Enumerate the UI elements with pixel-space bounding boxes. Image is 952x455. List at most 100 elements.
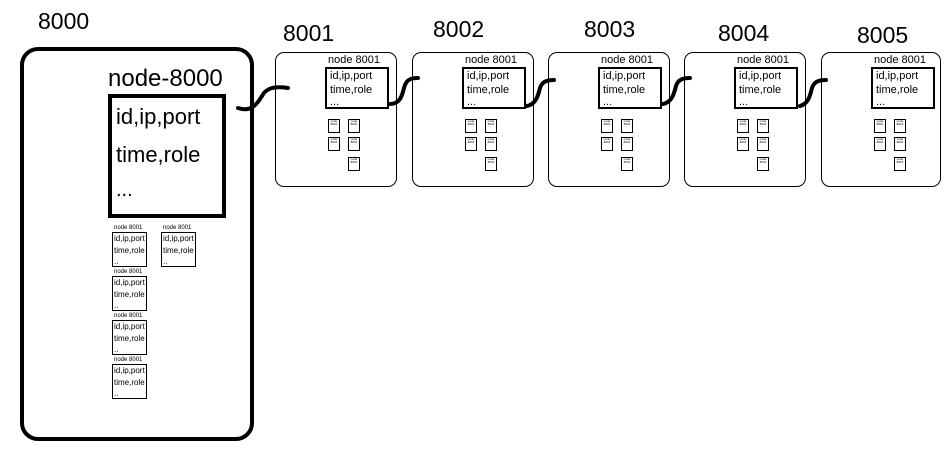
node-title-8004: node 8001 xyxy=(737,54,789,66)
link-8001-8002 xyxy=(388,76,420,106)
info-line-id-ip-port: id,ip,port xyxy=(467,70,510,82)
peer-entry-icon: node 8001 xyxy=(757,157,769,171)
link-8000-8001 xyxy=(236,85,290,112)
port-label-8000: 8000 xyxy=(38,8,90,34)
info-line-id-ip-port: id,ip,port xyxy=(330,70,373,82)
peer-entry-icon: node 8001 xyxy=(485,119,497,133)
info-line-time-role: time,role xyxy=(330,84,373,96)
peer-entry-title: node 8001 xyxy=(114,269,143,275)
node-title-8000: node-8000 xyxy=(108,65,223,92)
info-line-id-ip-port: id,ip,port xyxy=(603,70,646,82)
node-card-8002: node 8001 id,ip,port time,role ... node … xyxy=(412,52,534,187)
peer-entry-box: id,ip,port time,role .. xyxy=(112,364,147,399)
info-line-id-ip-port: id,ip,port xyxy=(739,70,782,82)
info-line-time-role: time,role xyxy=(876,84,919,96)
peer-entry-icon: node 8001 xyxy=(874,119,886,133)
port-label-8003: 8003 xyxy=(584,16,636,42)
peer-entry-icon: node 8001 xyxy=(485,137,497,151)
peer-line: .. xyxy=(163,257,168,266)
info-line-ellipsis: ... xyxy=(330,96,340,108)
peer-entry: node 8001 id,ip,port time,role .. xyxy=(112,357,152,401)
node-info-box-8000: id,ip,port time,role ... xyxy=(108,94,226,218)
info-line-ellipsis: ... xyxy=(467,96,477,108)
peer-entry-icon: node 8001 xyxy=(874,137,886,151)
node-card-8001: node 8001 id,ip,port time,role ... node … xyxy=(275,52,397,187)
info-line-ellipsis: ... xyxy=(116,179,133,201)
peer-entry-icon: node 8001 xyxy=(757,137,769,151)
peer-entry-icon: node 8001 xyxy=(621,119,633,133)
peer-line: .. xyxy=(114,301,119,310)
peer-entry-icon: node 8001 xyxy=(348,157,360,171)
peer-line: id,ip,port xyxy=(114,278,145,287)
peer-line: id,ip,port xyxy=(114,322,145,331)
peer-entry: node 8001 id,ip,port time,role .. xyxy=(112,313,152,357)
peer-entry-title: node 8001 xyxy=(114,357,143,363)
peer-line: time,role xyxy=(114,246,145,255)
peer-entry: node 8001 id,ip,port time,role .. xyxy=(112,225,152,269)
port-label-8005: 8005 xyxy=(857,22,909,48)
port-label-8002: 8002 xyxy=(433,16,485,42)
peer-entry-icon: node 8001 xyxy=(348,119,360,133)
node-card-8004: node 8001 id,ip,port time,role ... node … xyxy=(684,52,806,187)
peer-line: id,ip,port xyxy=(114,366,145,375)
peer-entry-icon: node 8001 xyxy=(328,119,340,133)
peer-entry-icon: node 8001 xyxy=(757,119,769,133)
info-line-time-role: time,role xyxy=(739,84,782,96)
peer-entry-title: node 8001 xyxy=(114,313,143,319)
peer-entry-icon: node 8001 xyxy=(894,157,906,171)
peer-entry-title: node 8001 xyxy=(163,225,192,231)
peer-entry-icon: node 8001 xyxy=(894,137,906,151)
peer-entry-icon: node 8001 xyxy=(737,119,749,133)
node-info-box-8003: id,ip,port time,role ... xyxy=(598,67,662,109)
peer-entry-icon: node 8001 xyxy=(737,137,749,151)
peer-entry-icon: node 8001 xyxy=(465,119,477,133)
node-card-8005: node 8001 id,ip,port time,role ... node … xyxy=(821,52,941,187)
peer-entry-title: node 8001 xyxy=(114,225,143,231)
node-title-8002: node 8001 xyxy=(465,54,517,66)
peer-entry-icon: node 8001 xyxy=(465,137,477,151)
peer-entry-icon: node 8001 xyxy=(601,137,613,151)
peer-entry-icon: node 8001 xyxy=(621,137,633,151)
link-8003-8004 xyxy=(661,76,692,106)
peer-entry-icon: node 8001 xyxy=(621,157,633,171)
node-title-8005: node 8001 xyxy=(874,54,926,66)
info-line-time-role: time,role xyxy=(467,84,510,96)
link-8004-8005 xyxy=(798,78,828,108)
peer-line: time,role xyxy=(163,246,194,255)
node-info-box-8004: id,ip,port time,role ... xyxy=(734,67,798,109)
peer-line: .. xyxy=(114,257,119,266)
port-label-8004: 8004 xyxy=(718,20,770,46)
node-card-8003: node 8001 id,ip,port time,role ... node … xyxy=(548,52,670,187)
peer-entry-icon: node 8001 xyxy=(894,119,906,133)
peer-entry-icon: node 8001 xyxy=(328,137,340,151)
info-line-ellipsis: ... xyxy=(876,96,886,108)
peer-entry: node 8001 id,ip,port time,role .. xyxy=(161,225,201,269)
peer-entry-box: id,ip,port time,role .. xyxy=(112,276,147,311)
port-label-8001: 8001 xyxy=(283,20,335,46)
info-line-id-ip-port: id,ip,port xyxy=(876,70,919,82)
info-line-time-role: time,role xyxy=(116,142,201,167)
peer-line: time,role xyxy=(114,378,145,387)
peer-entry-icon: node 8001 xyxy=(348,137,360,151)
peer-entry-box: id,ip,port time,role .. xyxy=(161,232,196,267)
peer-entry-box: id,ip,port time,role .. xyxy=(112,320,147,355)
peer-line: time,role xyxy=(114,334,145,343)
peer-line: id,ip,port xyxy=(114,234,145,243)
node-card-8000: node-8000 id,ip,port time,role ... node … xyxy=(20,47,254,441)
peer-line: .. xyxy=(114,345,119,354)
peer-entry-icon: node 8001 xyxy=(601,119,613,133)
node-info-box-8005: id,ip,port time,role ... xyxy=(871,67,935,109)
peer-entry: node 8001 id,ip,port time,role .. xyxy=(112,269,152,313)
info-line-ellipsis: ... xyxy=(603,96,613,108)
node-info-box-8002: id,ip,port time,role ... xyxy=(462,67,526,109)
info-line-time-role: time,role xyxy=(603,84,646,96)
peer-line: id,ip,port xyxy=(163,234,194,243)
link-8002-8003 xyxy=(525,78,556,108)
peer-entry-box: id,ip,port time,role .. xyxy=(112,232,147,267)
info-line-ellipsis: ... xyxy=(739,96,749,108)
peer-line: .. xyxy=(114,389,119,398)
node-title-8003: node 8001 xyxy=(601,54,653,66)
node-title-8001: node 8001 xyxy=(328,54,380,66)
peer-line: time,role xyxy=(114,290,145,299)
